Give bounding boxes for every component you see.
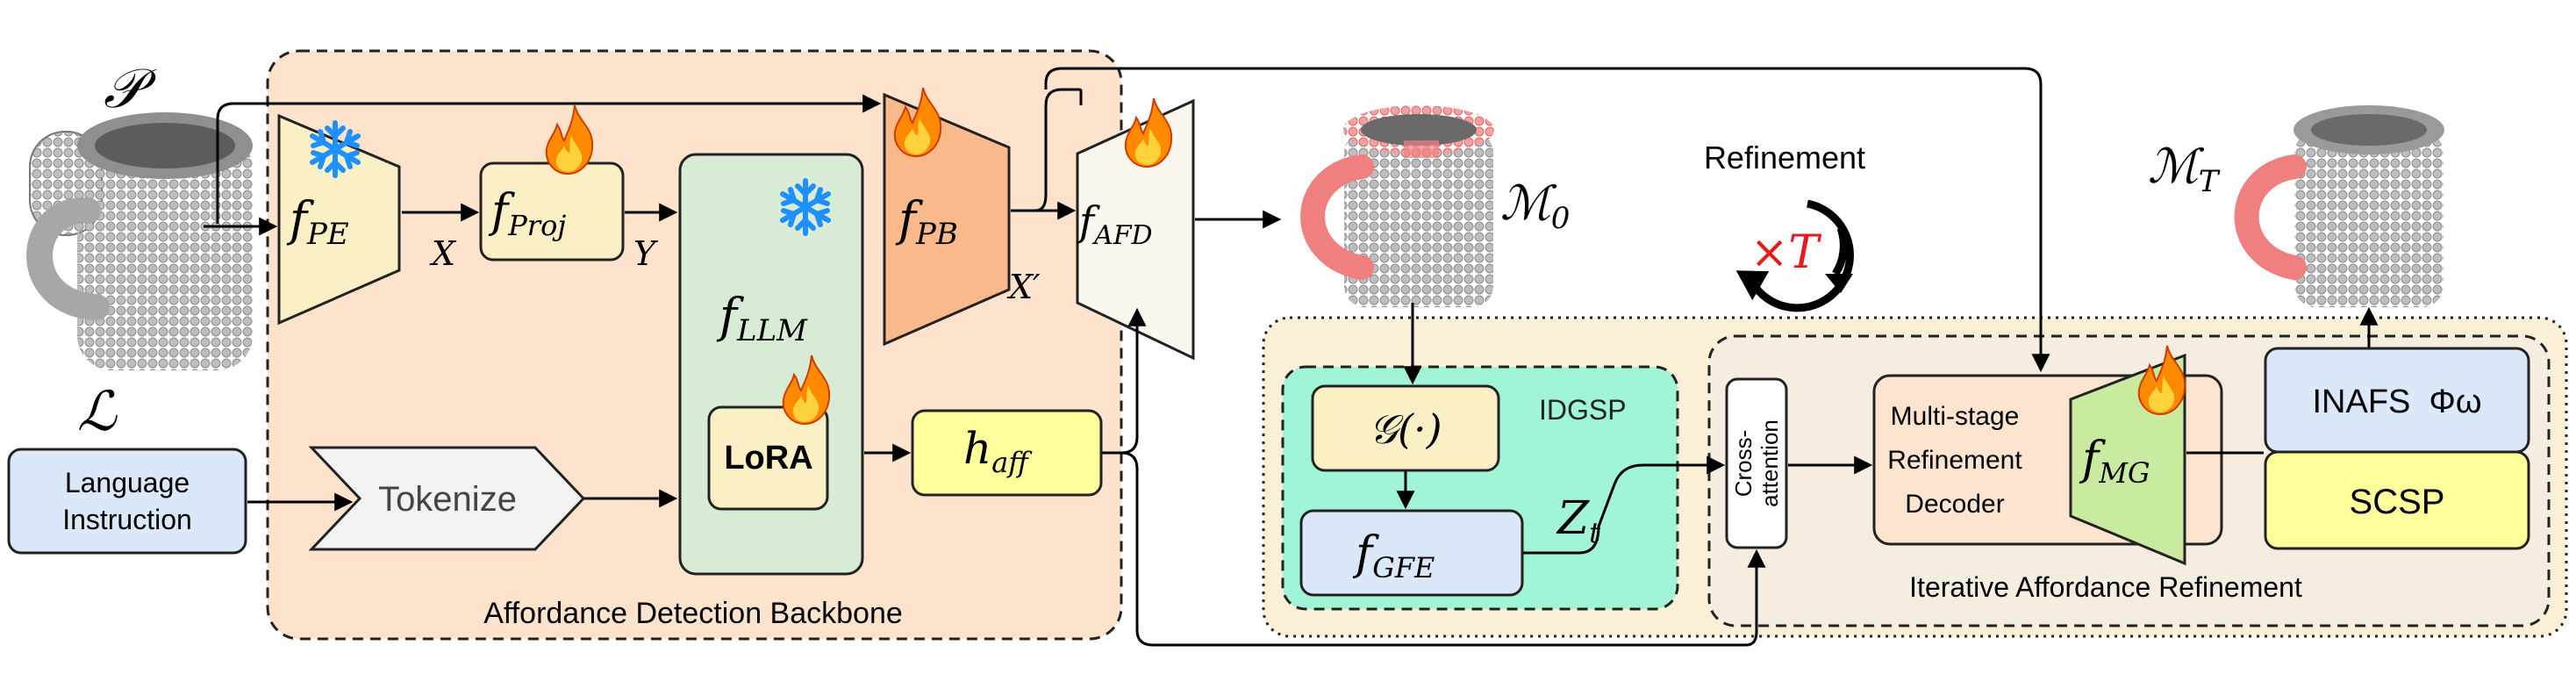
decoder-line2: Refinement [1887, 446, 2022, 475]
refinement-label: Refinement [1704, 140, 1865, 176]
scsp-module [2264, 450, 2530, 550]
iterative-caption: Iterative Affordance Refinement [1909, 571, 2302, 603]
idgsp-label: IDGSP [1539, 394, 1627, 426]
times-t-label: ×T [1750, 226, 1822, 279]
lora-label: LoRA [724, 440, 812, 477]
point-cloud-symbol: 𝒫 [104, 56, 157, 120]
cross-attention-module [1725, 377, 1788, 549]
mask-initial-symbol: ℳ0 [1500, 176, 1570, 236]
connectors [204, 67, 2379, 647]
mug-final-affordance-image [2234, 105, 2444, 307]
fire-icon [1124, 97, 1173, 168]
cross-attention-line2: attention [1757, 419, 1783, 507]
decoder-line1: Multi-stage [1891, 402, 2020, 431]
x-symbol: X [429, 234, 457, 273]
scsp-label: SCSP [2350, 483, 2445, 521]
h-aff-module [911, 409, 1103, 497]
language-instruction-line1: Language [65, 467, 190, 498]
mug-partial-affordance-image [1300, 105, 1494, 307]
x-prime-symbol: X′ [1006, 268, 1041, 306]
f-gfe-module [1299, 509, 1524, 597]
language-instruction-box [7, 448, 247, 555]
g-label: 𝒢(·) [1369, 405, 1442, 453]
f-pe-module [277, 113, 401, 326]
lora-module [707, 405, 829, 511]
language-symbol: ℒ [77, 379, 118, 443]
mask-final-symbol: ℳT [2148, 139, 2221, 199]
language-instruction-line2: Instruction [62, 504, 192, 535]
mug-image [26, 112, 253, 370]
zt-symbol: Zt [1556, 492, 1600, 549]
backbone-caption: Affordance Detection Backbone [483, 597, 903, 630]
tokenize-label: Tokenize [378, 480, 517, 519]
decoder-line3: Decoder [1905, 490, 2004, 519]
f-pb-module [883, 92, 1011, 347]
inafs-label: INAFS Φω [2312, 384, 2481, 420]
y-symbol: Y [633, 234, 659, 273]
f-llm-module [678, 153, 864, 576]
tokenize-shape [308, 446, 586, 551]
refresh-icon [1735, 199, 1854, 312]
cross-attention-line1: Cross- [1730, 430, 1757, 498]
g-module [1311, 384, 1500, 472]
